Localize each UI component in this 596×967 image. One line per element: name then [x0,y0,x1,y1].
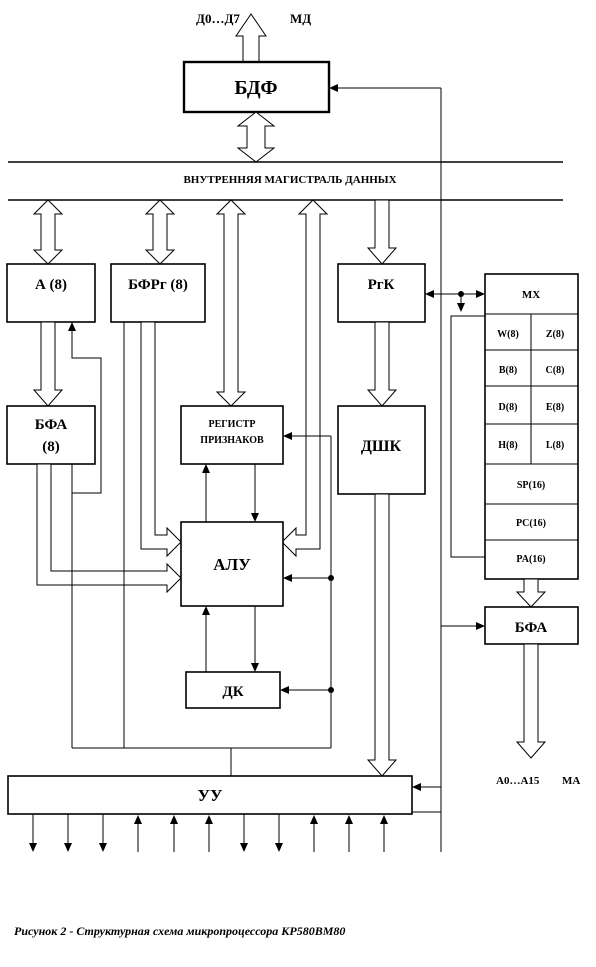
dshk-uu-arrow [366,493,398,777]
bfa-a-feedback-head [68,322,76,331]
rgk-mx-head-left [425,290,434,298]
bfa-alu-arrow [36,463,182,594]
pa-loop-line [450,315,485,558]
reg-l: L(8) [546,440,564,451]
dk-block [185,671,281,709]
reg-e: E(8) [546,402,564,413]
dk-alu-head [202,606,210,615]
bdf-label: БДФ [234,77,277,99]
uu-output-arrows [29,814,283,852]
bus-flags-arrow [215,199,247,407]
bfa8-label-1: БФА [35,417,68,433]
flags-register-block [180,405,284,465]
reg-w: W(8) [497,329,519,340]
flags-label-2: ПРИЗНАКОВ [200,435,264,446]
bdf-bus-arrow [236,111,276,163]
flags-alu-head [251,513,259,522]
bfrg-label: БФРг (8) [128,277,188,293]
reg-pa: PA(16) [516,554,545,565]
trunk-bfa-head [476,622,485,630]
junction-down-head [457,303,465,312]
reg-c: C(8) [546,365,565,376]
uu-block [7,775,413,815]
ma-label: МА [562,775,580,787]
reg-b: B(8) [499,365,517,376]
mx-label: МХ [522,289,540,301]
reg-sp: SP(16) [517,480,545,491]
dshk-label: ДШК [361,438,402,455]
flags-label-1: РЕГИСТР [209,419,256,430]
rgk-block [337,263,426,323]
bfa-address-label: БФА [515,620,548,636]
reg-d: D(8) [499,402,518,413]
data-bus-label: Д0…Д7 [196,11,240,26]
reg-h: H(8) [498,440,517,451]
bus-alu-arrow [281,199,329,558]
register-file [484,273,579,580]
control-alu-head [283,574,292,582]
bus-bfrg-arrow [144,199,176,265]
dshk-block [337,405,426,495]
accumulator-label: А (8) [35,277,67,293]
bfrg-block [110,263,206,323]
reg-pc: PC(16) [516,518,546,529]
control-dk-junction [328,687,334,693]
rgk-label: РгК [368,277,395,293]
md-label: МД [290,11,311,26]
a-bfa-arrow [32,321,64,407]
external-data-bus-arrow [235,13,267,63]
control-dk-head [280,686,289,694]
uu-trunk-arrow-head [412,783,421,791]
reg-z: Z(8) [546,329,564,340]
alu-flags-head [202,464,210,473]
dk-label: ДК [222,684,243,700]
trunk-bdf-head [329,84,338,92]
accumulator-block [6,263,96,323]
alu-dk-head [251,663,259,672]
address-bus-label: А0…А15 [496,775,540,787]
bdf-block [182,60,331,114]
rgk-mx-head-right [476,290,485,298]
address-bus-arrow [515,643,547,759]
bfa8-block [6,405,96,465]
pa-bfa-arrow [515,578,547,608]
alu-label: АЛУ [213,555,251,574]
bus-rgk-arrow [366,199,398,265]
internal-bus-label: ВНУТРЕННЯЯ МАГИСТРАЛЬ ДАННЫХ [183,174,396,186]
control-alu-junction [328,575,334,581]
bfa8-label-2: (8) [42,439,60,455]
uu-input-arrows [134,815,388,852]
alu-block [180,521,284,607]
uu-label: УУ [198,786,223,805]
figure-caption: Рисунок 2 - Структурная схема микропроце… [14,924,345,938]
rgk-dshk-arrow [366,321,398,407]
bfrg-alu-arrow [140,321,182,558]
bus-a-arrow [32,199,64,265]
control-flags-head [283,432,292,440]
